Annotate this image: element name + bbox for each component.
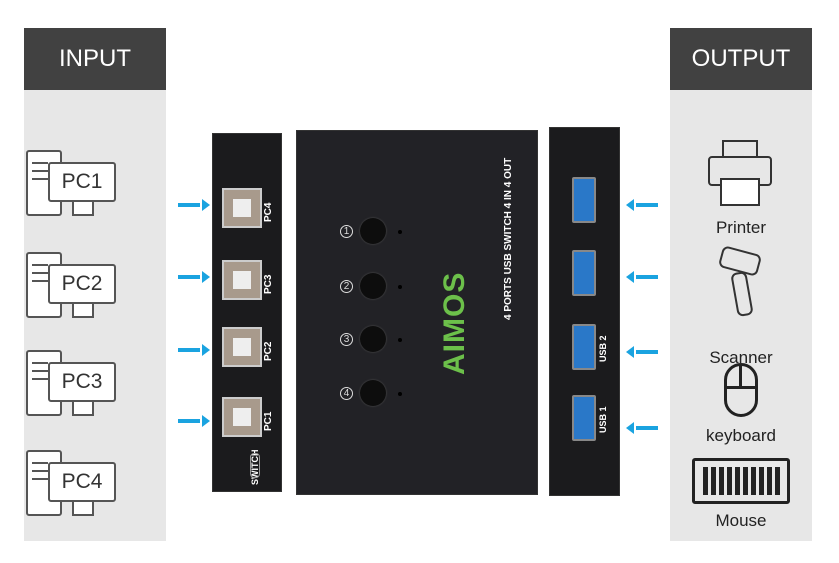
mouse-label: Mouse: [715, 511, 767, 530]
usb-a-port: [572, 324, 596, 370]
brand-logo: AIMOS: [438, 271, 471, 375]
printer-label: Printer: [715, 218, 767, 237]
pc-label: PC2: [48, 264, 116, 304]
pc-label: PC3: [48, 362, 116, 402]
mouse-shape-icon: [724, 363, 758, 417]
input-arrow: [178, 415, 210, 427]
port-label: USB 2: [598, 335, 608, 362]
pc-label: PC4: [48, 462, 116, 502]
input-arrow: [178, 344, 210, 356]
led-indicator: [398, 338, 402, 342]
button-number: 1: [340, 225, 353, 238]
usb-b-port: [222, 327, 262, 367]
selector-button[interactable]: [360, 380, 386, 406]
selector-button[interactable]: [360, 273, 386, 299]
printer-icon: [708, 140, 772, 208]
pc-icon: PC2: [22, 252, 120, 322]
usb-b-port: [222, 260, 262, 300]
port-label: PC1: [263, 411, 274, 431]
switch-top: [296, 130, 538, 495]
switch-port: [250, 453, 260, 478]
output-arrow: [626, 346, 658, 358]
pc-icon: PC4: [22, 450, 120, 520]
input-arrow: [178, 199, 210, 211]
usb-b-port: [222, 188, 262, 228]
input-arrow: [178, 271, 210, 283]
led-indicator: [398, 285, 402, 289]
button-number: 4: [340, 387, 353, 400]
port-label: PC4: [263, 202, 274, 222]
pc-label: PC1: [48, 162, 116, 202]
port-label: PC2: [263, 341, 274, 361]
device-caption: 4 PORTS USB SWITCH 4 IN 4 OUT: [503, 157, 514, 320]
output-arrow: [626, 422, 658, 434]
button-number: 3: [340, 333, 353, 346]
usb-b-port: [222, 397, 262, 437]
led-indicator: [398, 392, 402, 396]
usb-a-port: [572, 250, 596, 296]
keyboard-shape-icon: [692, 458, 790, 504]
usb-a-port: [572, 395, 596, 441]
scanner-label: Scanner: [709, 348, 773, 367]
scanner-icon: [717, 245, 764, 320]
output-arrow: [626, 271, 658, 283]
output-arrow: [626, 199, 658, 211]
input-side-device: [212, 133, 282, 492]
selector-button[interactable]: [360, 218, 386, 244]
port-label: USB 1: [598, 406, 608, 433]
selector-button[interactable]: [360, 326, 386, 352]
pc-icon: PC3: [22, 350, 120, 420]
usb-a-port: [572, 177, 596, 223]
pc-icon: PC1: [22, 150, 120, 220]
input-header: INPUT: [24, 28, 166, 90]
output-header: OUTPUT: [670, 28, 812, 90]
led-indicator: [398, 230, 402, 234]
port-label: PC3: [263, 274, 274, 294]
keyboard-label: keyboard: [706, 426, 776, 445]
button-number: 2: [340, 280, 353, 293]
